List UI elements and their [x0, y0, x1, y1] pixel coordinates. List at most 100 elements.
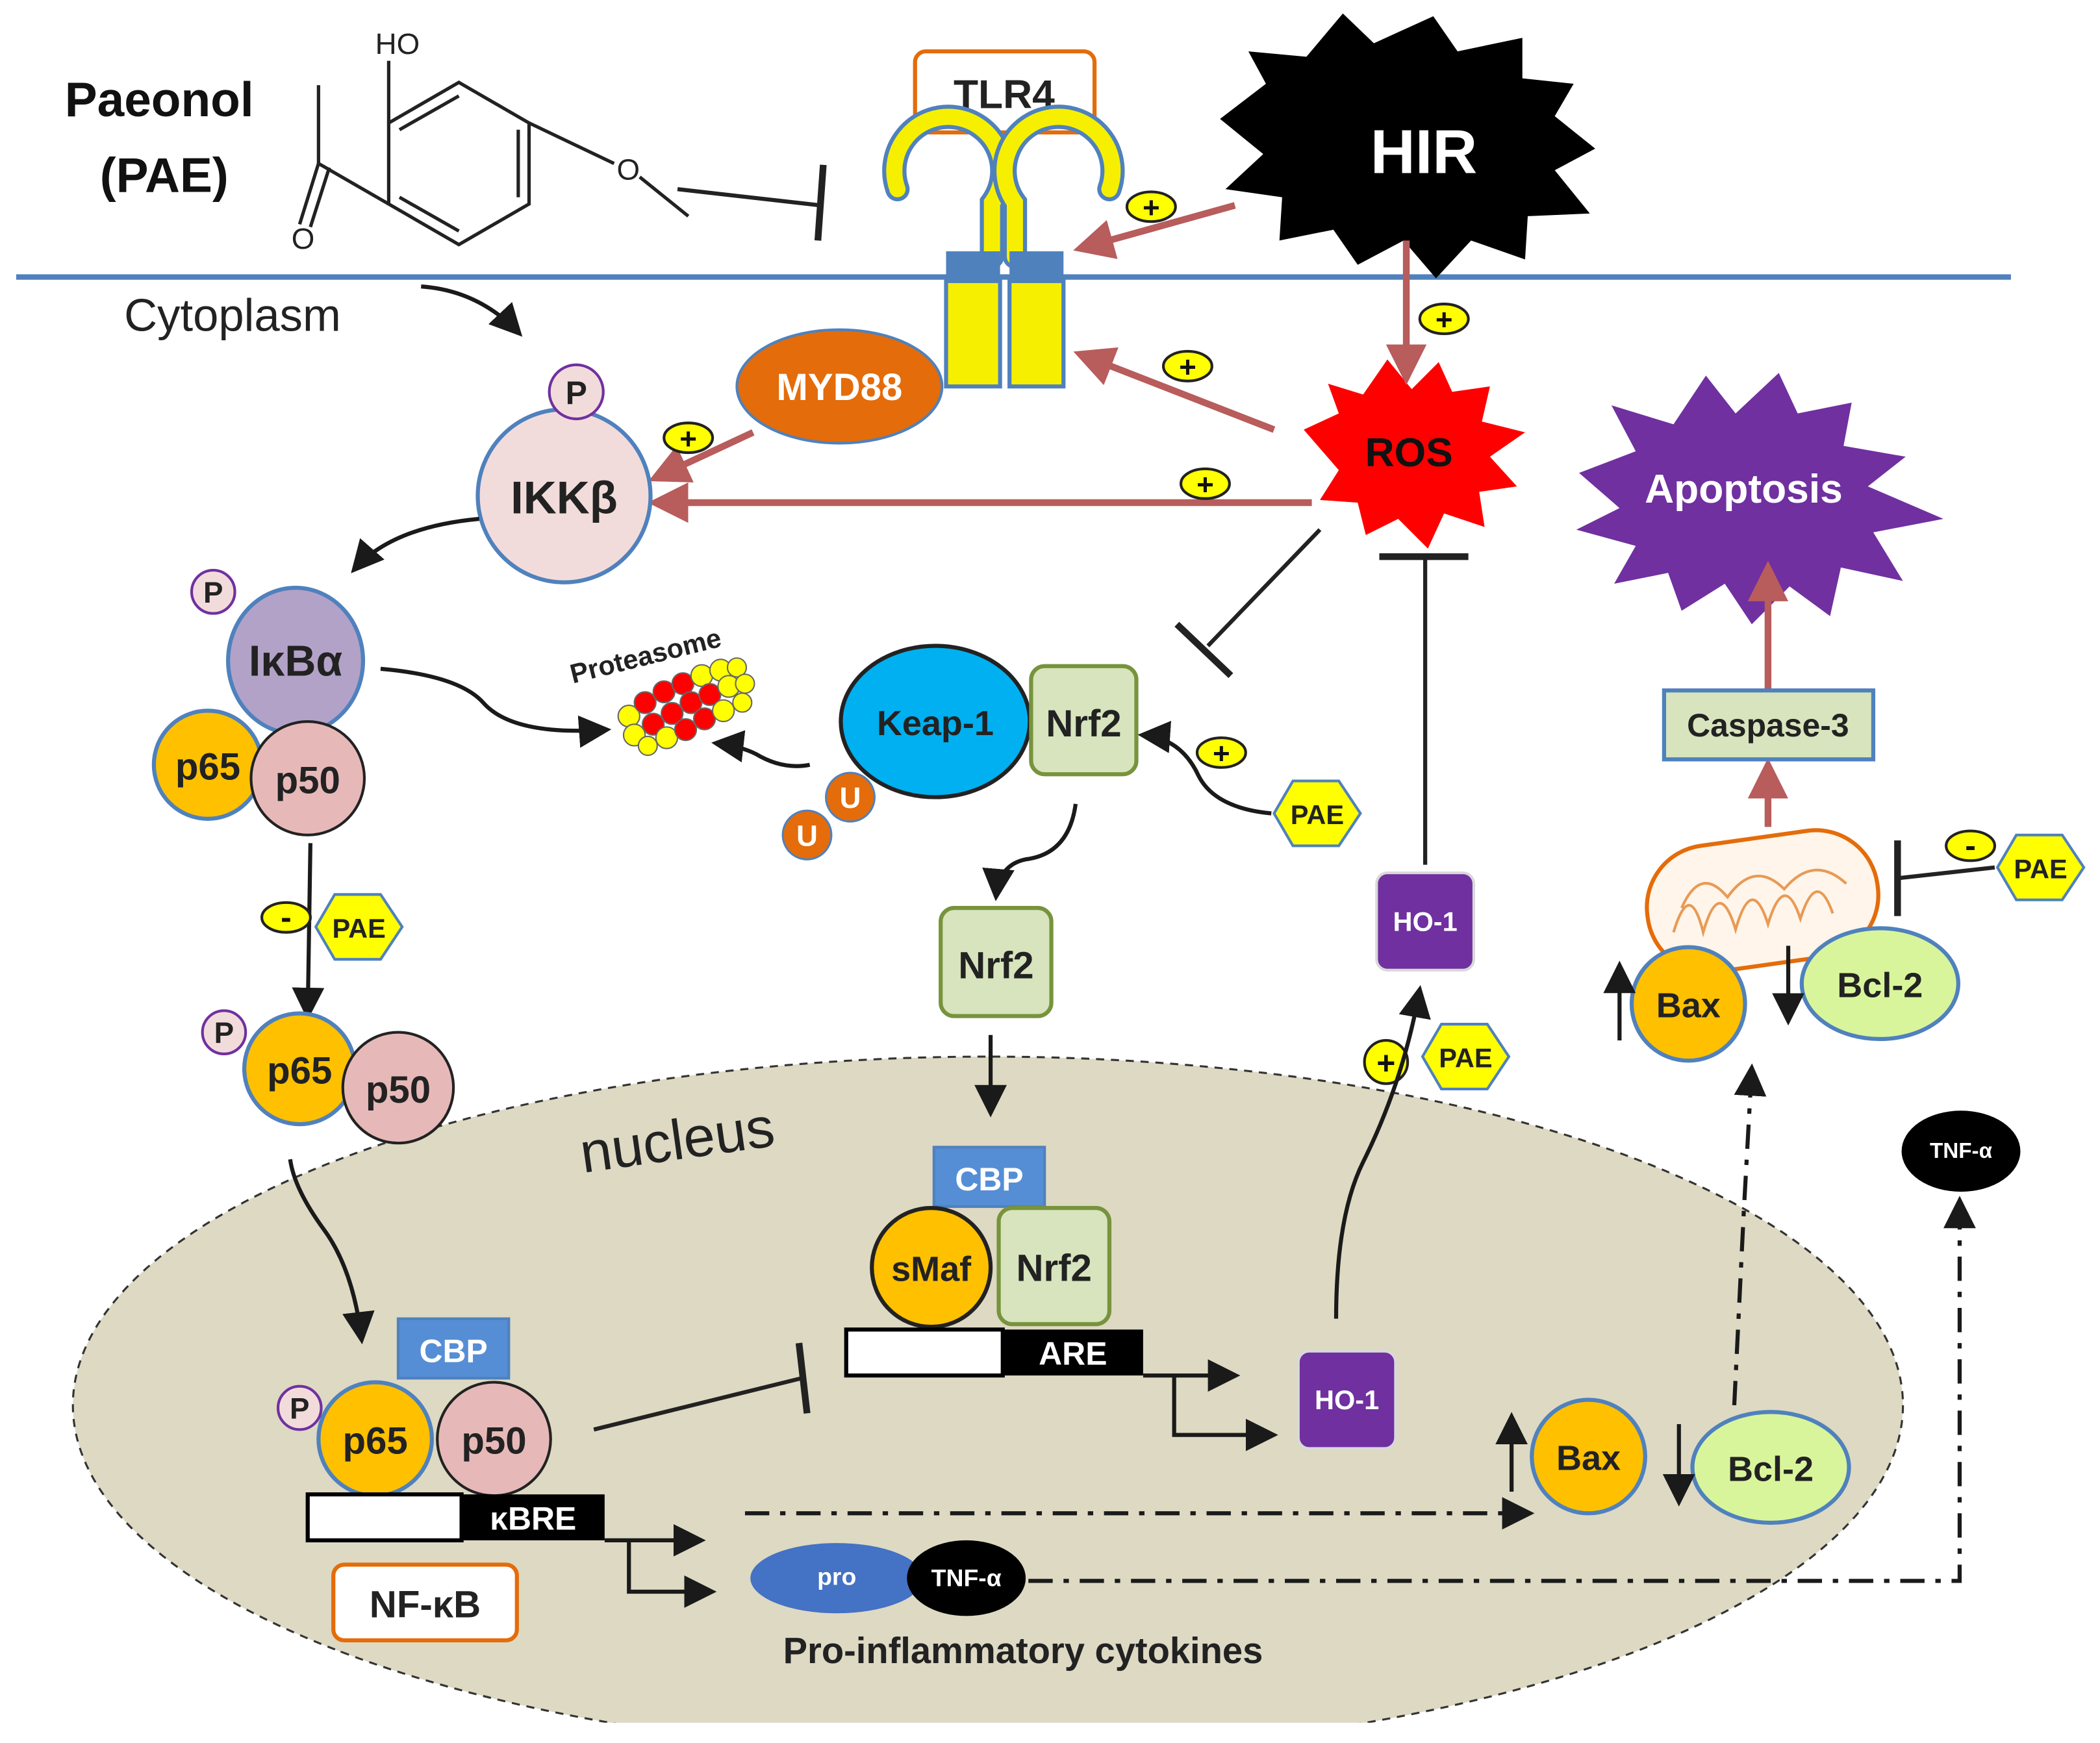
- carbonyl-o-label: O: [292, 222, 315, 255]
- kbre-promoter-white: [305, 1492, 464, 1543]
- pro-node: [750, 1543, 924, 1614]
- ikba-label: IκBα: [249, 637, 343, 685]
- nfkb-inhibit-are-line: [593, 1376, 802, 1432]
- are-transcription-arrow-2: [1172, 1375, 1278, 1451]
- smaf-node: [870, 1205, 993, 1329]
- myd88-node: [735, 328, 944, 445]
- svg-text:U: U: [839, 781, 861, 814]
- svg-text:P: P: [214, 1016, 234, 1049]
- pro-label: pro: [817, 1563, 856, 1590]
- nucleus-region: [72, 1055, 1904, 1743]
- bax-nuc-node: [1530, 1398, 1647, 1516]
- svg-text:PAE: PAE: [2014, 853, 2067, 884]
- phospho-badge: P: [201, 1009, 247, 1055]
- apoptosis-label: Apoptosis: [1645, 467, 1843, 512]
- ho1-cyto-node: [1375, 872, 1475, 972]
- proteasome: [617, 657, 755, 757]
- cbp-nfkb-box: [396, 1317, 511, 1380]
- keap1-label: Keap-1: [877, 704, 994, 743]
- bcl2-mito-node: [1799, 926, 1960, 1042]
- plus-sign: +: [1161, 349, 1213, 383]
- nrf2-nuc-label: Nrf2: [1017, 1247, 1092, 1289]
- svg-text:+: +: [679, 422, 697, 455]
- ros-label: ROS: [1365, 431, 1453, 475]
- plus-sign: +: [1179, 467, 1231, 501]
- plus-sign: +: [1195, 736, 1247, 770]
- cytoplasm-arrow: [421, 284, 523, 337]
- svg-text:U: U: [796, 819, 818, 852]
- ho1-nuc-label: HO-1: [1315, 1385, 1379, 1415]
- plus-sign: +: [1363, 1038, 1410, 1085]
- nfkb-inhibit-are-bar: [795, 1342, 811, 1414]
- p50-nuc-label: p50: [461, 1420, 526, 1462]
- nrf2-nuc-node: [996, 1205, 1112, 1327]
- hir-to-tlr4-arrow: [1073, 202, 1236, 259]
- pro-inflammatory-label: Pro-inflammatory cytokines: [783, 1630, 1263, 1671]
- mitochondrion: [1645, 828, 1880, 975]
- keap1-to-proteasome-arrow: [711, 730, 811, 768]
- nrf2-mid-node: [939, 906, 1054, 1018]
- caspase3-label: Caspase-3: [1687, 707, 1849, 744]
- p65-label: p65: [175, 746, 240, 788]
- tnfa-out-node: [1901, 1110, 2021, 1192]
- bcl2-to-mito-dashed-arrow: [1732, 1063, 1767, 1405]
- svg-text:+: +: [1436, 303, 1453, 336]
- cbp-are-label: CBP: [955, 1161, 1023, 1198]
- hydroxyl-label: HO: [375, 27, 420, 60]
- tnfa-out-label: TNF-α: [1930, 1139, 1993, 1163]
- tnfa-nuc-node: [907, 1540, 1026, 1616]
- myd88-to-ikkb-arrow: [648, 429, 755, 483]
- p65-free-label: p65: [267, 1050, 332, 1092]
- bcl2-mito-label: Bcl-2: [1837, 966, 1923, 1005]
- tnfa-export-dashed-arrow: [1028, 1196, 1976, 1583]
- ros-inhibit-nrf2-line: [1206, 528, 1322, 647]
- plus-sign: +: [1125, 190, 1177, 224]
- p65-nuc-label: p65: [343, 1420, 408, 1462]
- ros-burst: [1304, 359, 1525, 549]
- nfkb-label: NF-κB: [370, 1583, 481, 1625]
- svg-text:+: +: [1143, 191, 1160, 224]
- pae-badge: PAE: [1421, 1023, 1511, 1091]
- nrf2-mid-label: Nrf2: [958, 944, 1033, 986]
- paeonol-structure: [297, 60, 690, 247]
- svg-text:-: -: [281, 899, 292, 935]
- nfkb-label-box: [331, 1562, 519, 1642]
- hir-label: HIR: [1371, 117, 1478, 186]
- p50-free-node: [341, 1031, 455, 1145]
- bcl2-nuc-node: [1690, 1410, 1851, 1525]
- are-promoter-white: [844, 1327, 1005, 1378]
- paeonol-title-1: Paeonol: [65, 72, 254, 127]
- cbp-are-box: [932, 1146, 1046, 1209]
- ikba-to-proteasome-arrow: [380, 666, 612, 748]
- p50-free-label: p50: [366, 1069, 431, 1111]
- svg-text:P: P: [566, 375, 587, 411]
- ubiquitin-badge: U: [781, 809, 833, 860]
- bax-mito-label: Bax: [1656, 986, 1721, 1025]
- nrf2-cyto-label: Nrf2: [1046, 703, 1121, 745]
- pae-badge: PAE: [1995, 833, 2086, 901]
- p50-node: [249, 720, 366, 836]
- bax-nuc-label: Bax: [1556, 1439, 1621, 1478]
- tnfa-nuc-label: TNF-α: [931, 1564, 1002, 1592]
- svg-text:PAE: PAE: [1439, 1043, 1492, 1073]
- ho1-export-arrow: [1334, 984, 1431, 1319]
- svg-text:+: +: [1179, 350, 1196, 383]
- svg-text:P: P: [290, 1392, 309, 1425]
- svg-text:PAE: PAE: [1291, 799, 1344, 830]
- ho1-cyto-label: HO-1: [1393, 907, 1457, 937]
- svg-text:PAE: PAE: [333, 913, 386, 944]
- bcl2-nuc-label: Bcl-2: [1728, 1449, 1814, 1488]
- methoxy-o-label: O: [617, 153, 640, 186]
- cytoplasm-label: Cytoplasm: [124, 290, 341, 341]
- kbre-label: κBRE: [490, 1500, 576, 1536]
- are-element: [1002, 1329, 1143, 1376]
- plus-sign: +: [663, 421, 715, 455]
- phospho-badge: P: [548, 363, 605, 421]
- caspase3-node: [1662, 688, 1876, 762]
- svg-text:-: -: [1965, 827, 1976, 864]
- ros-inhibit-nrf2-bar: [1174, 621, 1233, 679]
- pae-inhibit-mito-line: [1897, 865, 1995, 881]
- are-label: ARE: [1039, 1335, 1107, 1372]
- paeonol-inhibit-bar: [814, 164, 827, 241]
- ros-to-tlr4-arrow: [1073, 347, 1276, 433]
